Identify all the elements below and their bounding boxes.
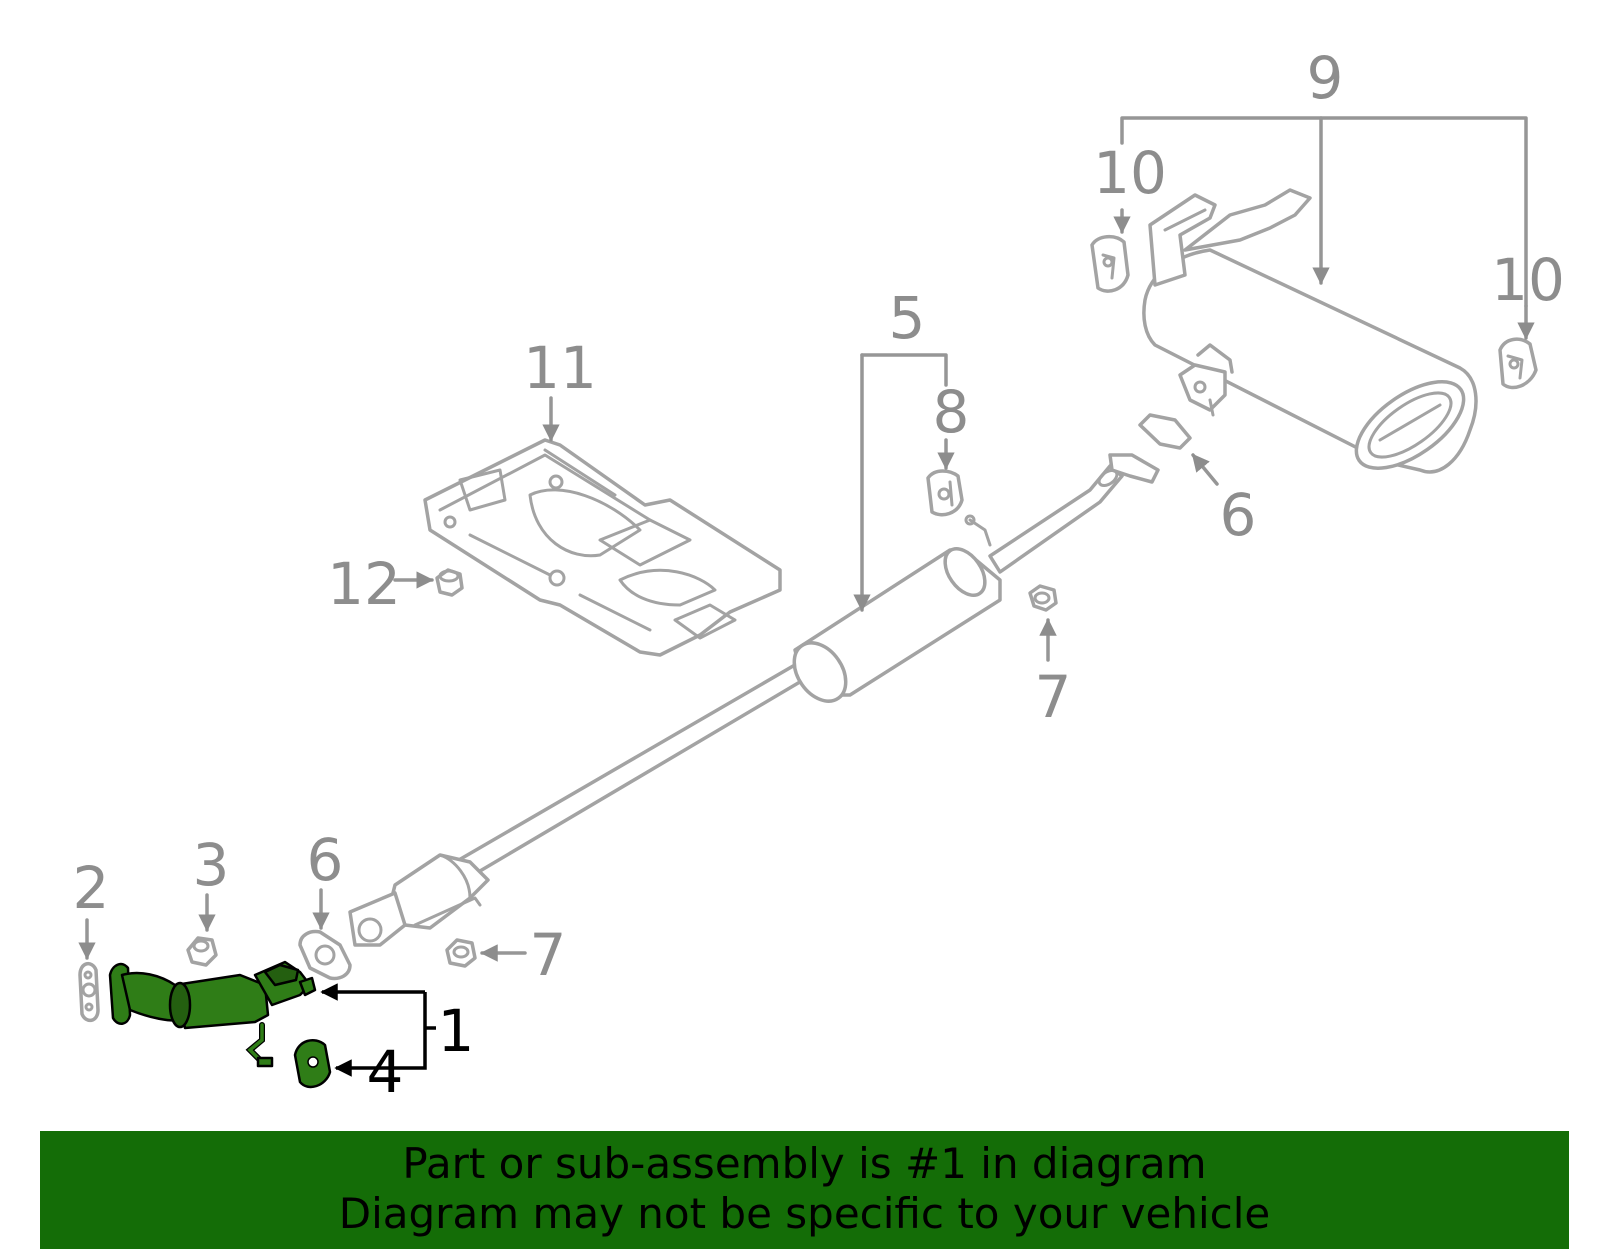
callout-8: 8 bbox=[933, 378, 970, 446]
nut-part-7-upper bbox=[1028, 584, 1058, 612]
banner-line-2: Diagram may not be specific to your vehi… bbox=[338, 1189, 1271, 1238]
callout-5: 5 bbox=[889, 284, 926, 352]
callout-10-right: 10 bbox=[1491, 246, 1565, 314]
callout-1: 1 bbox=[438, 997, 475, 1065]
nut-part-12 bbox=[435, 568, 464, 597]
heat-shield-part-11 bbox=[423, 438, 782, 657]
callout-11: 11 bbox=[523, 334, 597, 402]
callout-2: 2 bbox=[73, 854, 110, 922]
hanger-part-4 bbox=[293, 1039, 332, 1089]
callout-12: 12 bbox=[327, 550, 401, 618]
callout-labels: 9 10 10 5 8 11 12 6 7 2 3 6 7 1 4 bbox=[73, 44, 1565, 1106]
gasket-part-6-lower bbox=[298, 929, 352, 981]
info-banner: Part or sub-assembly is #1 in diagram Di… bbox=[40, 1131, 1569, 1249]
front-pipe-catalytic-converter-part-1 bbox=[108, 960, 317, 1068]
callout-6-upper: 6 bbox=[1220, 481, 1257, 549]
callout-6-lower: 6 bbox=[307, 826, 344, 894]
callout-7-lower: 7 bbox=[530, 921, 567, 989]
callout-3: 3 bbox=[193, 831, 230, 899]
hanger-part-8 bbox=[926, 469, 964, 517]
muffler-part-9 bbox=[1142, 188, 1478, 474]
gasket-part-6-upper bbox=[1138, 413, 1192, 450]
intermediate-pipe-part-5 bbox=[348, 453, 1160, 947]
callout-9: 9 bbox=[1307, 44, 1344, 112]
nut-part-3 bbox=[186, 936, 218, 967]
hanger-part-10-left bbox=[1090, 235, 1130, 293]
leader-lines bbox=[78, 116, 1535, 1077]
banner-line-1: Part or sub-assembly is #1 in diagram bbox=[402, 1139, 1207, 1188]
callout-10-left: 10 bbox=[1093, 139, 1167, 207]
callout-7-upper: 7 bbox=[1035, 663, 1072, 731]
callout-4: 4 bbox=[367, 1038, 404, 1106]
nut-part-7-lower bbox=[445, 938, 477, 968]
hanger-part-10-right bbox=[1498, 337, 1538, 390]
gasket-part-2 bbox=[78, 962, 100, 1023]
